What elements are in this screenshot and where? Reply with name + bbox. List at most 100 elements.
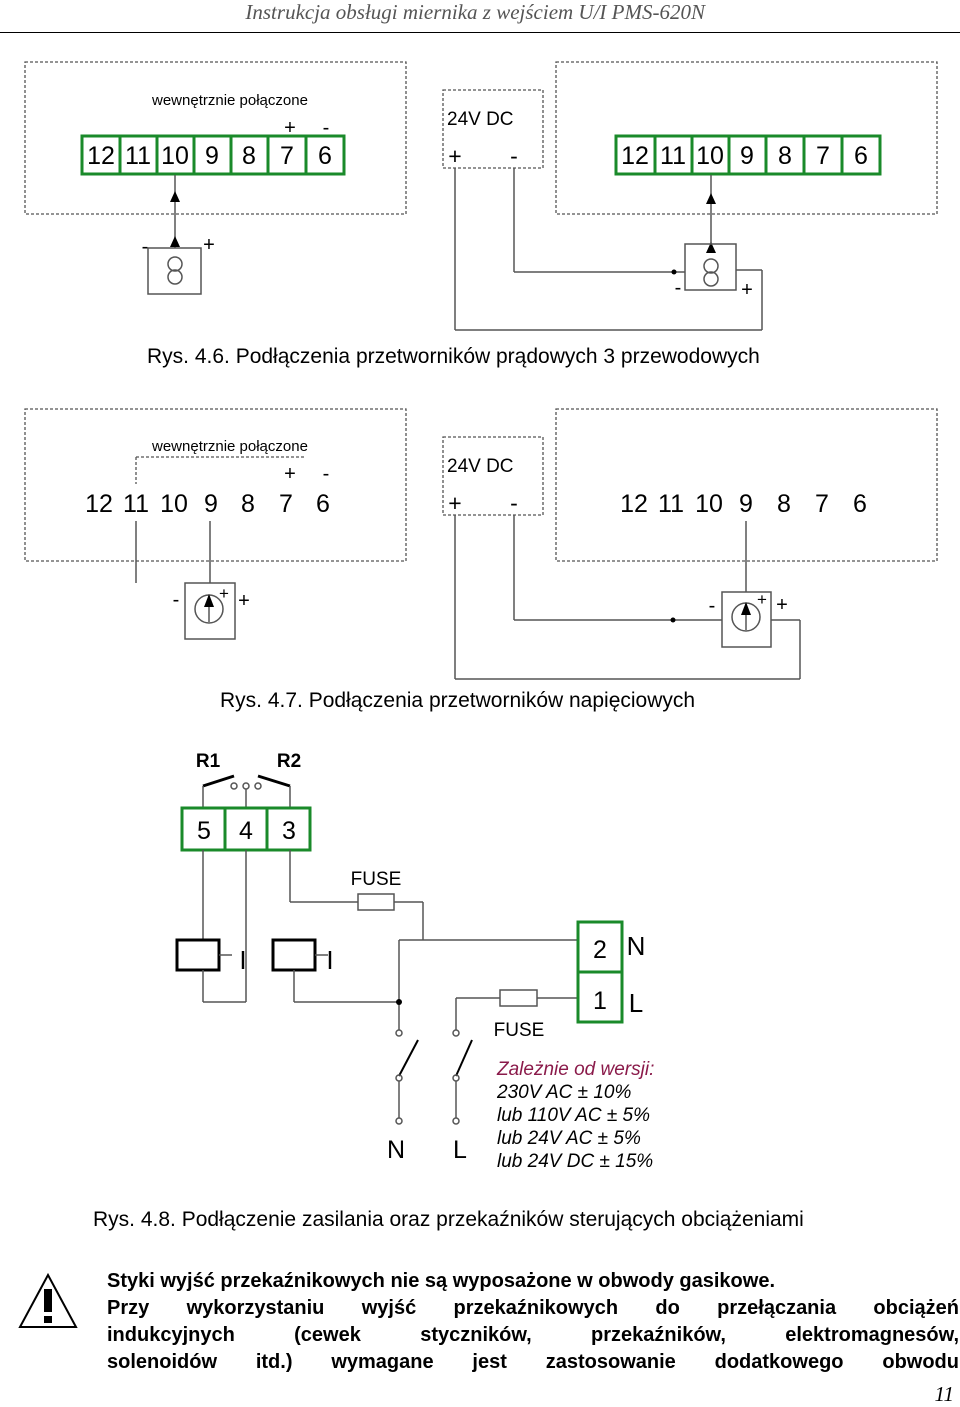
fig47-left-sup: + xyxy=(219,584,229,603)
fig48-diagram: R1 R2 5 4 3 FUSE I I xyxy=(175,751,646,1164)
fig46-left-terminal: 11 xyxy=(125,142,151,170)
fig48-fuse-bottom-label: FUSE xyxy=(494,1020,545,1041)
fig48-r2-label: R2 xyxy=(277,751,301,772)
fig47-right-terminal: 7 xyxy=(815,490,829,518)
fig46-right-terminal: 6 xyxy=(854,142,868,170)
fig47-supply-minus: - xyxy=(510,490,518,516)
fig47-left-terminal: 9 xyxy=(204,490,218,518)
page-number: 11 xyxy=(934,1382,954,1406)
fig46-left-terminal: 7 xyxy=(280,142,294,170)
fig48-l-bottom-label: L xyxy=(453,1136,467,1164)
fig48-relay-terminal: 4 xyxy=(239,817,253,845)
fig46-right-terminal: 8 xyxy=(778,142,792,170)
fig47-left-plus: + xyxy=(238,590,250,612)
fig46-right-transducer xyxy=(684,243,737,291)
header-title: Instrukcja obsługi miernika z wejściem U… xyxy=(245,0,705,24)
fig47-internal-label: wewnętrznie połączone xyxy=(151,438,308,455)
fig47-left-minus: - xyxy=(173,589,180,611)
fig47-supply-label: 24V DC xyxy=(447,456,514,477)
fig46-right-terminal: 12 xyxy=(621,142,649,170)
fig48-fuse-top-label: FUSE xyxy=(351,869,402,890)
fig46-caption: Rys. 4.6. Podłączenia przetworników prąd… xyxy=(147,345,760,368)
fig48-coil-mark: I xyxy=(239,945,246,975)
fig48-relay-terminal: 3 xyxy=(282,817,296,845)
supply-option: 230V AC ± 10% xyxy=(497,1082,632,1103)
fig48-relay-terminal: 5 xyxy=(197,817,211,845)
fig46-left-terminal: 8 xyxy=(242,142,256,170)
warning-line: Przy wykorzystaniu wyjść przekaźnikowych… xyxy=(107,1297,959,1319)
fig46-left-minus: - xyxy=(142,236,149,258)
fig47-left-transducer xyxy=(184,582,236,640)
fig47-left-terminal: 7 xyxy=(279,490,293,518)
fig47-left-meter-box xyxy=(24,408,407,562)
fig46-right-terminal: 11 xyxy=(660,142,686,170)
fig46-right-plus: + xyxy=(741,279,753,301)
fig47-left-terminal: 6 xyxy=(316,490,330,518)
warning-line: solenoidów itd.) wymagane jest zastosowa… xyxy=(107,1351,959,1373)
fig46-supply-minus: - xyxy=(510,143,518,169)
fig47-supply-plus: + xyxy=(448,490,461,516)
fig46-left-terminal-strip xyxy=(80,134,346,176)
fig48-n-bottom-label: N xyxy=(387,1136,405,1164)
fig48-power-terminal: 1 xyxy=(593,987,607,1015)
fig48-relay-coil-2 xyxy=(271,938,317,972)
fig47-right-plus: + xyxy=(776,594,788,616)
warning-line: Styki wyjść przekaźnikowych nie są wypos… xyxy=(107,1270,775,1292)
fig46-diagram: wewnętrznie połączone + - 24V DC + - 12 … xyxy=(24,61,938,331)
fig47-left-terminal: 12 xyxy=(85,490,113,518)
fig48-fuse-top xyxy=(357,893,395,911)
fig47-right-terminal: 9 xyxy=(739,490,753,518)
fig47-right-terminal: 6 xyxy=(853,490,867,518)
fig46-right-terminal-strip xyxy=(614,134,882,176)
fig47-diagram: wewnętrznie połączone + - 24V DC + - 12 … xyxy=(24,408,938,680)
fig47-internal-plus: + xyxy=(284,463,296,485)
fig46-internal-label: wewnętrznie połączone xyxy=(151,92,308,109)
fig47-right-terminal: 10 xyxy=(695,490,723,518)
fig47-supply-box xyxy=(442,436,544,516)
fig48-caption: Rys. 4.8. Podłączenie zasilania oraz prz… xyxy=(93,1208,804,1231)
fig47-caption: Rys. 4.7. Podłączenia przetworników napi… xyxy=(220,689,696,712)
fig47-right-terminal: 8 xyxy=(777,490,791,518)
fig48-relay-terminal-strip xyxy=(180,806,312,852)
fig46-left-terminal: 10 xyxy=(161,142,189,170)
fig46-right-minus: - xyxy=(675,277,682,299)
fig46-left-meter-box xyxy=(24,61,407,215)
fig46-left-transducer xyxy=(147,247,202,295)
fig47-internal-minus: - xyxy=(323,463,330,485)
fig48-fuse-bottom xyxy=(499,989,538,1007)
fig47-left-terminal: 11 xyxy=(123,490,149,518)
fig46-left-terminal: 9 xyxy=(205,142,219,170)
fig46-left-terminal: 6 xyxy=(318,142,332,170)
supply-option: lub 24V AC ± 5% xyxy=(497,1128,641,1149)
fig48-coil-mark: I xyxy=(326,945,333,975)
fig46-right-terminal: 9 xyxy=(740,142,754,170)
warning-note: Styki wyjść przekaźnikowych nie są wypos… xyxy=(107,1268,959,1376)
fig47-right-terminal: 11 xyxy=(658,490,684,518)
fig46-left-terminal: 12 xyxy=(87,142,115,170)
fig48-relay-coil-1 xyxy=(175,938,221,972)
warning-line: indukcyjnych (cewek styczników, przekaźn… xyxy=(107,1324,959,1346)
fig47-right-terminal: 12 xyxy=(620,490,648,518)
fig46-supply-plus: + xyxy=(448,143,461,169)
warning-triangle-icon xyxy=(18,1272,78,1328)
fig46-supply-box xyxy=(442,89,544,169)
fig46-right-terminal: 7 xyxy=(816,142,830,170)
fig48-supply-options: Zależnie od wersji: 230V AC ± 10% lub 11… xyxy=(497,1058,654,1173)
fig46-right-meter-box xyxy=(555,61,938,215)
fig48-power-terminal: 2 xyxy=(593,936,607,964)
fig48-l-right-label: L xyxy=(629,988,643,1018)
fig46-right-terminal: 10 xyxy=(696,142,724,170)
fig47-right-meter-box xyxy=(555,408,938,562)
fig46-internal-minus: - xyxy=(323,117,330,139)
fig48-n-right-label: N xyxy=(627,931,646,961)
fig46-internal-plus: + xyxy=(284,117,296,139)
fig47-left-terminal: 8 xyxy=(241,490,255,518)
fig47-right-minus: - xyxy=(709,595,716,617)
fig47-right-sup: + xyxy=(757,590,767,609)
supply-option: lub 110V AC ± 5% xyxy=(497,1105,651,1126)
supply-title: Zależnie od wersji: xyxy=(497,1059,655,1080)
supply-option: lub 24V DC ± 15% xyxy=(497,1151,654,1172)
fig48-r1-label: R1 xyxy=(196,751,221,772)
page-header: Instrukcja obsługi miernika z wejściem U… xyxy=(0,0,960,33)
